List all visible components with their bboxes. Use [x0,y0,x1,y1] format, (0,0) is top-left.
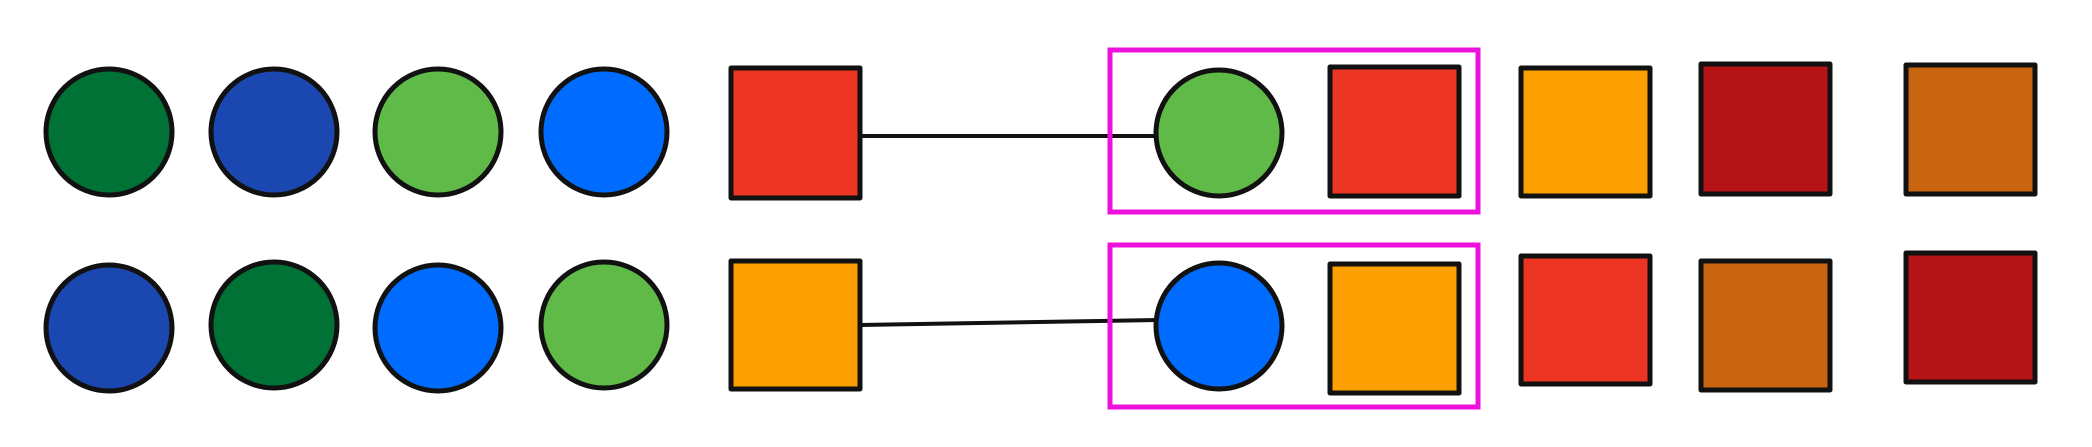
row1-circle-light-green [372,66,504,198]
row2-pair-circle-bright-blue [1153,260,1285,392]
row1-square-brown-orange [1903,62,2038,197]
row2-square-dark-red [1903,250,2038,385]
row1-square-dark-red [1698,61,1833,197]
row2-pair-square-orange [1327,261,1462,396]
row1-square-orange [1518,65,1653,199]
row1-circle-dark-green [43,66,175,198]
row2-square-red [1518,253,1653,387]
row2-circle-dark-green [208,259,340,391]
row2-square-brown-orange [1698,258,1833,393]
row1-pair-square-red [1327,64,1462,199]
row1-highlight-box [1107,47,1481,215]
row1-anchor-square-red [728,65,863,201]
row2-anchor-square-orange [728,258,863,392]
row1-pair-circle-light-green [1153,67,1285,199]
row1-circle-bright-blue [538,66,670,198]
row2-circle-navy-blue [43,262,175,394]
row1-circle-navy-blue [208,66,340,198]
row2-circle-bright-blue [372,262,504,394]
row2-circle-light-green [538,259,670,391]
row2-highlight-box [1107,242,1481,410]
row2-connector-line [859,318,1159,327]
